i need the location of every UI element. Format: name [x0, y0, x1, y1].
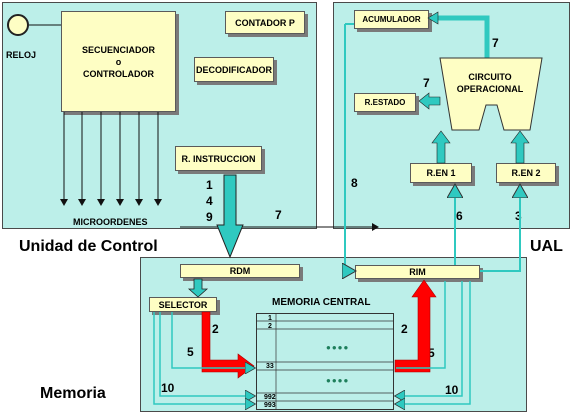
memory-row-993: 993 — [264, 402, 276, 409]
input-register-2-box: R.EN 2 — [496, 163, 556, 183]
step-7-status-label: 7 — [423, 76, 430, 90]
selector-label: SELECTOR — [158, 299, 208, 310]
circuit-to-status-arrow — [418, 92, 441, 110]
program-counter-box: CONTADOR P — [225, 11, 305, 34]
rdm-box: RDM — [180, 264, 300, 278]
step-5-right-label: 5 — [428, 346, 435, 360]
rim-step10-line-b — [396, 281, 471, 404]
step-4-label: 4 — [206, 194, 213, 208]
sequencer-box: SECUENCIADOR o CONTROLADOR — [61, 11, 176, 112]
memory-row-33: 33 — [266, 363, 274, 370]
decoder-label: DECODIFICADOR — [196, 64, 272, 75]
rim-step5-line — [396, 281, 446, 369]
input-register-2-label: R.EN 2 — [511, 168, 541, 178]
memory-to-rim-red-arrow — [394, 279, 437, 373]
selector-step5-line — [171, 312, 254, 368]
selector-step10-line-b — [153, 312, 254, 404]
ir-to-rdm-arrow — [216, 174, 244, 259]
selector-box: SELECTOR — [149, 297, 217, 312]
clock-label: RELOJ — [6, 50, 37, 60]
decoder-box: DECODIFICADOR — [194, 57, 274, 82]
operational-circuit-line2: OPERACIONAL — [457, 84, 524, 94]
microorder-arrows — [60, 112, 162, 206]
ren2-to-circuit-arrow — [510, 130, 530, 164]
memory-row-992: 992 — [264, 394, 276, 401]
step-7-top-label: 7 — [492, 36, 499, 50]
step-8-label: 8 — [351, 176, 358, 190]
input-register-1-label: R.EN 1 — [426, 168, 456, 178]
memory-table-rows — [256, 313, 394, 410]
control-unit-title: Unidad de Control — [19, 238, 158, 255]
status-register-box: R.ESTADO — [354, 93, 416, 112]
rdm-to-selector-arrow — [187, 278, 209, 298]
memory-ellipsis-1: ●●●● — [326, 343, 350, 352]
operational-circuit-line1: CIRCUITO — [468, 72, 511, 82]
instruction-register-label: R. INSTRUCCION — [181, 153, 256, 164]
step-6-label: 6 — [456, 209, 463, 223]
accumulator-label: ACUMULADOR — [362, 15, 421, 24]
rim-label: RIM — [409, 267, 426, 277]
memory-table — [256, 313, 394, 410]
step-2-left-label: 2 — [212, 322, 219, 336]
clock-icon — [7, 14, 29, 36]
accumulator-to-rim-line — [345, 24, 354, 271]
status-register-label: R.ESTADO — [364, 98, 406, 107]
memory-ellipsis-2: ●●●● — [326, 376, 350, 385]
microorders-label: MICROORDENES — [73, 217, 148, 227]
sequencer-line2: o — [115, 56, 122, 67]
selector-to-memory-red-arrow — [201, 311, 255, 379]
circuit-to-accumulator-arrow — [433, 15, 490, 60]
sequencer-line1: SECUENCIADOR — [81, 44, 155, 55]
memory-row-1: 1 — [268, 315, 272, 322]
rdm-label: RDM — [229, 266, 251, 276]
memory-title: Memoria — [40, 385, 106, 402]
memory-row-2: 2 — [268, 323, 272, 330]
step-2-right-label: 2 — [401, 322, 408, 336]
sequencer-line3: CONTROLADOR — [83, 68, 154, 79]
step-10-left-label: 10 — [161, 381, 175, 395]
accumulator-box: ACUMULADOR — [354, 10, 429, 29]
input-register-1-box: R.EN 1 — [410, 163, 472, 183]
step-5-left-label: 5 — [187, 345, 194, 359]
step-3-label: 3 — [515, 209, 522, 223]
step-1-label: 1 — [206, 178, 213, 192]
step-10-right-label: 10 — [445, 383, 459, 397]
operational-circuit-shape — [439, 57, 543, 131]
step-7-control-label: 7 — [275, 208, 282, 222]
instruction-register-box: R. INSTRUCCION — [175, 146, 262, 171]
ren1-to-circuit-arrow — [431, 130, 451, 164]
alu-title: UAL — [530, 238, 563, 255]
rim-step10-line-a — [396, 281, 463, 396]
memory-central-title: MEMORIA CENTRAL — [272, 297, 371, 308]
step-9-label: 9 — [206, 210, 213, 224]
rim-to-ren2-line — [480, 186, 520, 272]
selector-step10-line-a — [159, 312, 254, 396]
rim-box: RIM — [355, 265, 480, 279]
program-counter-label: CONTADOR P — [235, 17, 295, 28]
